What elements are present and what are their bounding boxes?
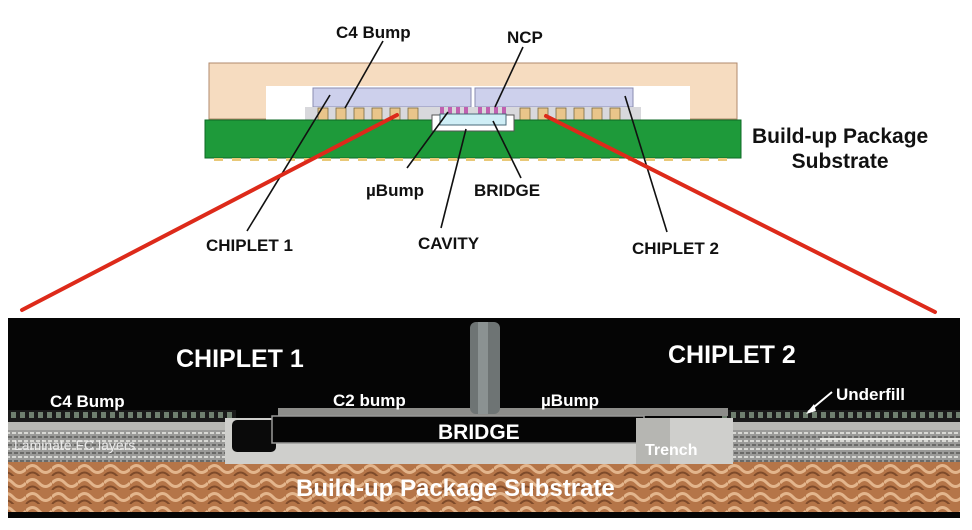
cross-section-micrograph — [8, 318, 960, 518]
right-rule-lines — [820, 438, 960, 440]
zoom-pointers — [20, 113, 937, 314]
label-substrate-line2: Substrate — [791, 150, 889, 174]
label-section-trench: Trench — [645, 442, 698, 459]
leader-chiplet1 — [246, 94, 331, 232]
leader-lines — [246, 40, 668, 233]
c4-bump-row-right — [722, 410, 960, 422]
leader-bridge — [492, 120, 522, 179]
trench-post — [636, 418, 670, 464]
label-ubump: µBump — [366, 181, 424, 200]
bridge-die — [439, 113, 507, 126]
top-schematic — [20, 40, 937, 314]
micrograph-substrate — [8, 462, 960, 512]
label-section-ubump: µBump — [541, 391, 599, 410]
leader-chiplet2 — [624, 95, 668, 233]
underfill-marker — [806, 391, 833, 414]
label-substrate-line1: Build-up Package — [752, 125, 929, 148]
label-substrate-top: Build-up Package Substrate — [752, 124, 928, 174]
label-cavity: CAVITY — [418, 234, 480, 253]
label-chiplet2: CHIPLET 2 — [632, 239, 719, 258]
label-section-chiplet1: CHIPLET 1 — [176, 345, 304, 373]
bridge-die-section — [271, 415, 645, 444]
zoom-pointer-right — [544, 114, 937, 314]
substrate-pads — [214, 158, 727, 161]
label-section-c4-bump: C4 Bump — [50, 392, 125, 411]
label-chiplet1: CHIPLET 1 — [206, 236, 293, 255]
label-section-bridge: BRIDGE — [438, 421, 520, 444]
label-c4-bump: C4 Bump — [336, 23, 411, 42]
cavity-pocket — [232, 420, 276, 452]
laminate-layer-right — [720, 428, 960, 462]
label-section-underfill: Underfill — [836, 385, 905, 404]
leader-cavity — [440, 128, 467, 229]
laminate-layer-left — [8, 428, 236, 462]
right-rule-lines-2 — [820, 448, 960, 450]
pillar-shade — [478, 322, 488, 414]
leader-ubump — [406, 111, 449, 169]
label-section-c2-bump: C2 bump — [333, 391, 406, 410]
micro-bumps — [440, 107, 506, 114]
chiplet1-die — [312, 87, 472, 108]
leader-c4 — [344, 40, 384, 109]
label-section-chiplet2: CHIPLET 2 — [668, 341, 796, 369]
label-bridge: BRIDGE — [474, 181, 541, 200]
label-section-substrate: Build-up Package Substrate — [296, 475, 615, 502]
leader-ncp — [494, 46, 524, 108]
micro-bump-row — [278, 408, 728, 416]
c4-bump-row-left — [8, 410, 236, 422]
label-ncp: NCP — [507, 28, 543, 47]
label-section-laminate: Laminate FC layers — [14, 437, 136, 453]
zoom-pointer-left — [20, 113, 399, 312]
